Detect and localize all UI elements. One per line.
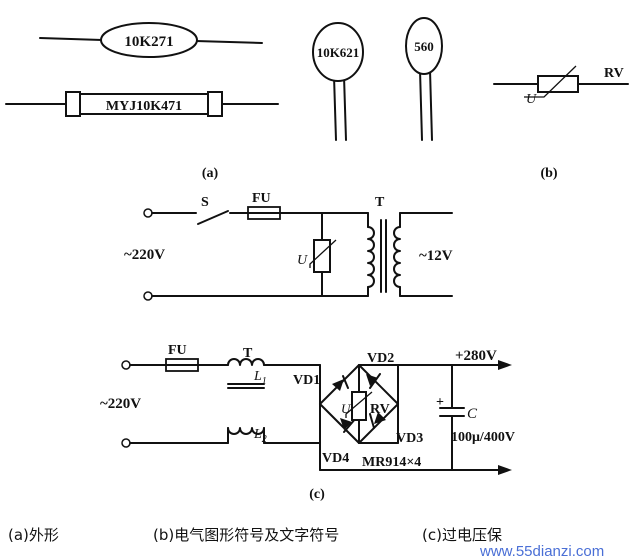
axial-varistor-myj10k471: MYJ10K471: [5, 91, 279, 117]
l1-letter: L: [253, 369, 262, 384]
caption-a: (a)外形: [8, 526, 59, 544]
resistor2-code: MYJ10K471: [106, 99, 182, 114]
transformer-label: T: [375, 195, 385, 210]
plus-voltage: +280V: [455, 348, 497, 364]
panel-c-circuit-2: ~220V FU T L1 L2: [100, 343, 515, 502]
disc-varistor-10k621: 10K621: [312, 22, 364, 141]
vd3-label: VD3: [396, 431, 423, 446]
cap-plus: +: [436, 395, 444, 410]
vd2-label: VD2: [367, 351, 394, 366]
input-voltage-2: ~220V: [100, 396, 141, 412]
panel-a: 10K271 MYJ10K471 10K621 560 (a): [5, 17, 443, 181]
symbol-ref: RV: [604, 66, 624, 81]
symbol-u: U: [526, 92, 537, 107]
bridge-rectifier: U RV: [319, 364, 399, 444]
disc1-code: 10K621: [317, 45, 360, 60]
resistor1-code: 10K271: [124, 34, 173, 50]
l2-letter: L: [253, 427, 262, 442]
switch-label: S: [201, 195, 209, 210]
cap-label: C: [467, 406, 478, 422]
panel-b: U RV (b): [493, 65, 629, 181]
vd4-label: VD4: [322, 451, 349, 466]
fuse-label-2: FU: [168, 343, 187, 358]
disc2-code: 560: [414, 39, 434, 54]
bridge-part: MR914×4: [362, 455, 421, 470]
panel-c-label: (c): [309, 487, 325, 502]
caption-c: (c)过电压保: [422, 526, 502, 544]
l1-label: L1: [253, 369, 267, 387]
rv-u: U: [341, 401, 352, 416]
axial-varistor-10k271: 10K271: [39, 22, 263, 58]
panel-a-label: (a): [202, 166, 219, 181]
rv-label: RV: [370, 402, 390, 417]
watermark: www.55dianzi.com: [479, 543, 604, 560]
fuse-label-1: FU: [252, 191, 271, 206]
input-voltage-1: ~220V: [124, 247, 165, 263]
output-voltage-1: ~12V: [419, 248, 453, 264]
cap-value: 100μ/400V: [451, 430, 515, 445]
choke-label: T: [243, 346, 253, 361]
vd1-label: VD1: [293, 373, 320, 388]
panel-b-label: (b): [540, 166, 557, 181]
l1-subscript: 1: [262, 376, 267, 387]
caption-b: (b)电气图形符号及文字符号: [153, 526, 339, 544]
panel-c-circuit-1: S FU U T ~220V ~12V: [124, 191, 453, 301]
varistor-u: U: [297, 253, 308, 268]
captions: (a)外形 (b)电气图形符号及文字符号 (c)过电压保: [8, 526, 502, 544]
disc-varistor-560: 560: [405, 17, 443, 141]
